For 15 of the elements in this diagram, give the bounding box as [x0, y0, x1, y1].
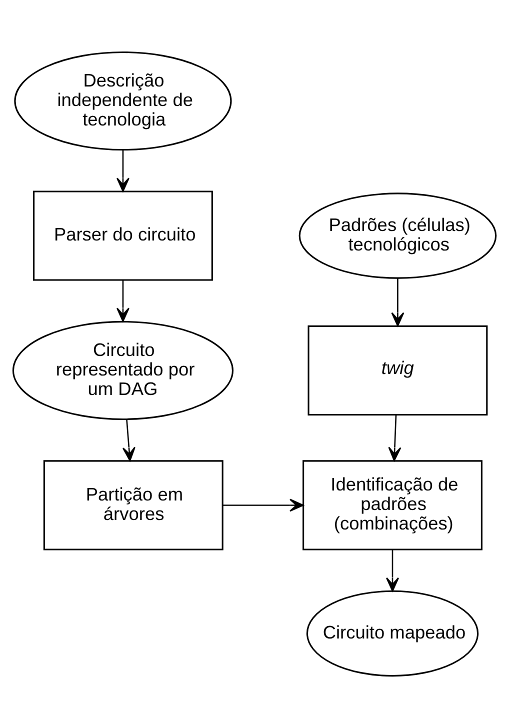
arrow — [116, 280, 130, 322]
node-box: Parser do circuito — [33, 190, 213, 281]
arrow — [391, 278, 404, 326]
node-ellipse: Padrões (células) tecnológicos — [298, 192, 497, 279]
arrow — [222, 498, 304, 512]
arrow — [116, 150, 130, 192]
node-ellipse: Descrição independente de tecnologia — [14, 51, 232, 151]
arrow — [388, 415, 402, 462]
node-box: Identificação de padrões (combinações) — [302, 460, 482, 550]
arrow — [386, 550, 399, 592]
node-ellipse: Circuito mapeado — [306, 590, 479, 677]
node-ellipse: Circuito representado por um DAG — [12, 320, 234, 420]
arrow — [122, 419, 136, 462]
node-box: Partição em árvores — [43, 460, 224, 550]
node-box: twig — [308, 325, 488, 416]
